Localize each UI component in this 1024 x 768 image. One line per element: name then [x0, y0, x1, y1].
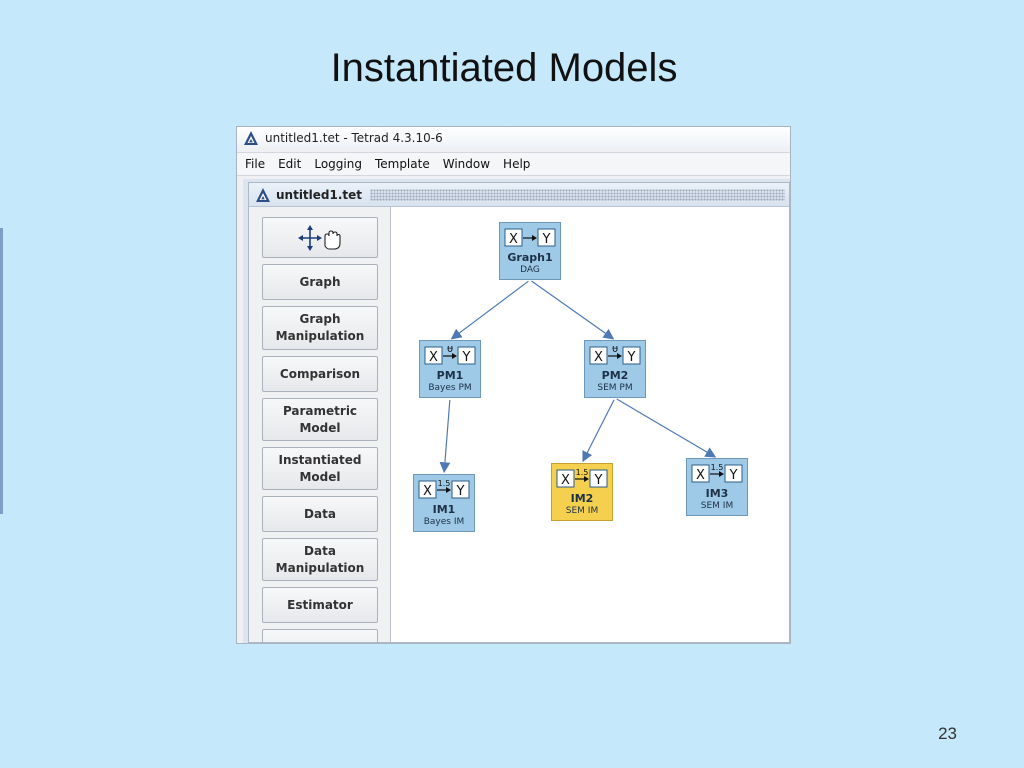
svg-text:X: X: [509, 232, 518, 247]
svg-text:X: X: [423, 484, 432, 499]
tetrad-logo-icon: [256, 187, 270, 202]
svg-text:X: X: [429, 350, 438, 365]
svg-text:1.5: 1.5: [711, 464, 724, 472]
document-tab[interactable]: untitled1.tet: [249, 183, 789, 207]
svg-text:Y: Y: [542, 232, 551, 247]
node-type: SEM PM: [597, 383, 633, 393]
drag-grip[interactable]: [370, 188, 785, 201]
svg-text:Y: Y: [627, 350, 636, 365]
node-name: Graph1: [507, 251, 553, 264]
svg-text:X: X: [561, 473, 570, 488]
node-name: PM1: [436, 369, 464, 382]
node-name: PM2: [601, 369, 629, 382]
node-type: DAG: [520, 265, 540, 275]
edge-pm1-to-im1[interactable]: [439, 399, 451, 474]
pm-glyph-icon: XθY: [589, 346, 641, 365]
svg-text:X: X: [696, 468, 705, 483]
instantiated-model-tool-button[interactable]: Instantiated Model: [262, 447, 378, 490]
estimator-tool-button[interactable]: Estimator: [262, 587, 378, 623]
graph-manipulation-tool-button[interactable]: Graph Manipulation: [262, 306, 378, 350]
pm-glyph-icon: XθY: [424, 346, 476, 365]
move-select-tool-button[interactable]: [262, 217, 378, 258]
node-name: IM1: [432, 503, 456, 516]
im-glyph-icon: X 1.5Y: [691, 464, 743, 483]
slide-number: 23: [938, 724, 957, 743]
edge-pm2-to-im3[interactable]: [616, 398, 717, 458]
svg-text:Y: Y: [456, 484, 465, 499]
menu-template[interactable]: Template: [374, 157, 430, 171]
svg-text:Y: Y: [729, 468, 738, 483]
node-type: SEM IM: [700, 501, 734, 511]
node-type: SEM IM: [565, 506, 599, 516]
comparison-tool-button[interactable]: Comparison: [262, 356, 378, 392]
window-edge-strip: [0, 228, 3, 514]
document-tab-title: untitled1.tet: [276, 187, 363, 202]
svg-text:1.5: 1.5: [438, 480, 451, 488]
tetrad-window: untitled1.tet - Tetrad 4.3.10-6 File Edi…: [236, 126, 791, 644]
menu-help[interactable]: Help: [503, 157, 531, 171]
svg-text:X: X: [594, 350, 603, 365]
edge-graph1-to-pm2[interactable]: [531, 280, 615, 340]
tetrad-logo-icon: [244, 130, 258, 145]
svg-text:θ: θ: [447, 346, 453, 355]
svg-text:θ: θ: [612, 346, 618, 355]
menu-file[interactable]: File: [245, 157, 266, 171]
menu-edit[interactable]: Edit: [278, 157, 302, 171]
window-title: untitled1.tet - Tetrad 4.3.10-6: [265, 130, 443, 145]
tool-palette: Graph Graph Manipulation Comparison Para…: [249, 207, 391, 642]
slide-title: Instantiated Models: [330, 46, 678, 90]
next-tool-button[interactable]: [262, 629, 378, 642]
edge-graph1-to-pm1[interactable]: [450, 280, 529, 340]
desktop-area: untitled1.tet: [243, 179, 790, 643]
graph-tool-button[interactable]: Graph: [262, 264, 378, 300]
edge-pm2-to-im2[interactable]: [582, 399, 615, 463]
svg-text:Y: Y: [594, 473, 603, 488]
svg-text:Y: Y: [462, 350, 471, 365]
node-type: Bayes IM: [423, 517, 465, 527]
data-tool-button[interactable]: Data: [262, 496, 378, 532]
im-glyph-icon: X 1.5Y: [418, 480, 470, 499]
data-manipulation-tool-button[interactable]: Data Manipulation: [262, 538, 378, 581]
menu-window[interactable]: Window: [442, 157, 491, 171]
svg-text:1.5: 1.5: [576, 469, 589, 477]
im-glyph-icon: X 1.5Y: [556, 469, 608, 488]
window-titlebar[interactable]: untitled1.tet - Tetrad 4.3.10-6: [237, 127, 790, 148]
edges-layer: [439, 280, 717, 474]
parametric-model-tool-button[interactable]: Parametric Model: [262, 398, 378, 441]
node-type: Bayes PM: [428, 383, 472, 393]
document-frame: untitled1.tet: [248, 182, 790, 643]
move-select-icon: [298, 224, 341, 251]
menu-bar: File Edit Logging Template Window Help: [237, 152, 790, 176]
menu-logging[interactable]: Logging: [314, 157, 362, 171]
node-name: IM2: [570, 492, 594, 505]
node-name: IM3: [705, 487, 729, 500]
